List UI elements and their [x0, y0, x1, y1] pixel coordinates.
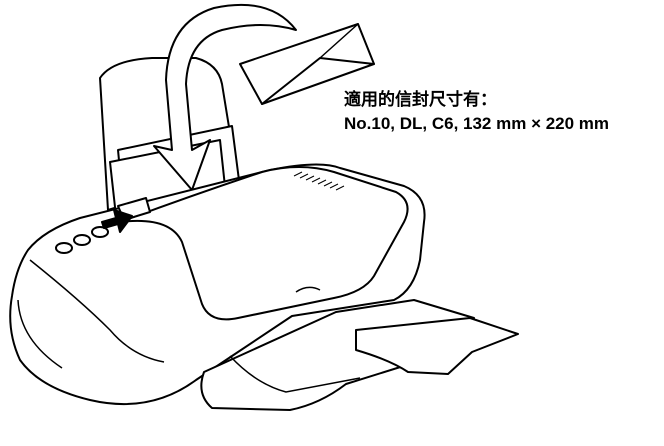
curved-arrow-icon — [153, 3, 297, 191]
envelope-size-caption: 適用的信封尺寸有： No.10, DL, C6, 132 mm × 220 mm — [344, 89, 609, 135]
printer-top-cover — [119, 166, 409, 321]
caption-heading: 適用的信封尺寸有： — [344, 90, 497, 109]
envelope-icon — [239, 23, 375, 105]
cleaning-button-icon — [91, 226, 109, 238]
load-button-icon — [73, 234, 91, 246]
caption-sizes: No.10, DL, C6, 132 mm × 220 mm — [344, 114, 610, 133]
power-button-icon — [55, 242, 73, 254]
body-contours — [17, 259, 361, 393]
vent-grille — [293, 171, 345, 191]
push-arrow-icon — [101, 209, 133, 233]
tray-extension — [355, 317, 519, 375]
